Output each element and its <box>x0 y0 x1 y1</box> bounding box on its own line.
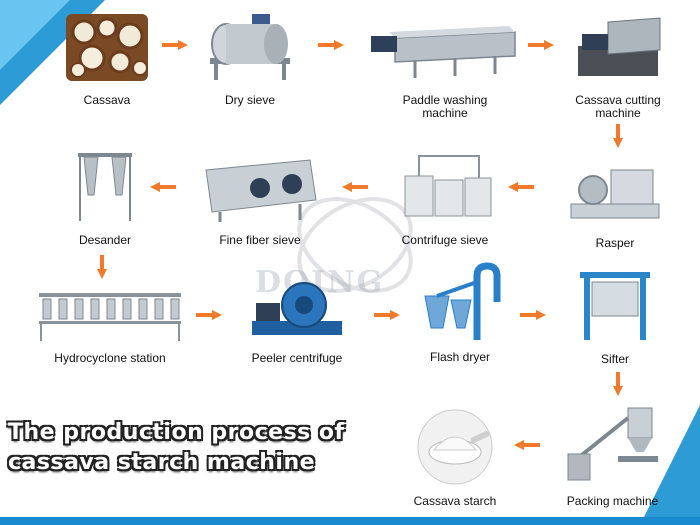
step-label: Dry sieve <box>224 93 275 107</box>
step-label: Hydrocyclone station <box>54 351 166 365</box>
step-label: Contrifuge sieve <box>401 233 489 247</box>
step-cassava-cutting: Cassava cutting machine <box>558 10 678 120</box>
step-label: Desander <box>78 233 132 247</box>
fiber-sieve-icon <box>205 159 317 222</box>
step-paddle-washing: Paddle washing machine <box>360 10 530 120</box>
step-flash-dryer: Flash dryer <box>405 262 515 364</box>
drum-sieve-icon <box>210 14 290 80</box>
arrow-left <box>342 182 368 192</box>
step-dry-sieve: Dry sieve <box>195 10 305 107</box>
arrow-right <box>196 310 222 320</box>
arrow-left <box>150 182 176 192</box>
step-fine-fiber-sieve: Fine fiber sieve <box>195 150 325 247</box>
bottom-bar <box>0 517 700 525</box>
step-label: Fine fiber sieve <box>219 233 301 247</box>
arrow-right <box>520 310 546 320</box>
step-rasper: Rasper <box>560 160 670 250</box>
arrow-left <box>514 440 540 450</box>
page-title: The production process of cassava starch… <box>8 418 408 478</box>
step-desander: Desander <box>55 145 155 247</box>
sifter-frame-icon <box>580 272 650 340</box>
step-packing-machine: Packing machine <box>545 398 680 508</box>
step-cassava-starch: Cassava starch <box>395 408 515 508</box>
arrow-down <box>613 124 623 148</box>
step-label: Cassava starch <box>413 494 497 508</box>
arrow-down <box>97 255 107 279</box>
cassava-roots-icon <box>66 14 148 81</box>
peeler-centrifuge-icon <box>252 282 342 335</box>
title-line-1: The production process of <box>8 420 345 445</box>
step-peeler-centrifuge: Peeler centrifuge <box>232 275 362 365</box>
step-cassava: Cassava <box>52 10 162 107</box>
cyclone-desander-icon <box>78 153 132 221</box>
title-line-2: cassava starch machine <box>8 450 316 475</box>
arrow-right <box>318 40 344 50</box>
arrow-right <box>374 310 400 320</box>
step-label: Cassava cutting machine <box>575 93 661 120</box>
step-label: Flash dryer <box>429 350 491 364</box>
step-sifter: Sifter <box>560 268 670 366</box>
flash-dryer-icon <box>424 262 501 340</box>
rasper-machine-icon <box>570 169 660 219</box>
step-label: Rasper <box>595 236 635 250</box>
arrow-down <box>613 372 623 396</box>
arrow-right <box>528 40 554 50</box>
packing-machine-icon <box>567 407 658 481</box>
arrow-right <box>162 40 188 50</box>
starch-bowl-icon <box>417 409 493 485</box>
step-label: Sifter <box>600 352 629 366</box>
step-contrifuge-sieve: Contrifuge sieve <box>380 150 510 247</box>
step-label: Peeler centrifuge <box>251 351 343 365</box>
hydrocyclone-rack-icon <box>39 293 181 341</box>
corner-decoration-top-left-light <box>0 0 70 70</box>
centrifuge-sieve-icon <box>404 155 492 217</box>
step-hydrocyclone: Hydrocyclone station <box>30 285 190 365</box>
step-label: Paddle washing machine <box>402 93 488 120</box>
cutter-machine-icon <box>578 17 661 76</box>
step-label: Packing machine <box>566 494 659 508</box>
arrow-left <box>508 182 534 192</box>
washing-trough-icon <box>371 26 516 78</box>
step-label: Cassava <box>83 93 131 107</box>
